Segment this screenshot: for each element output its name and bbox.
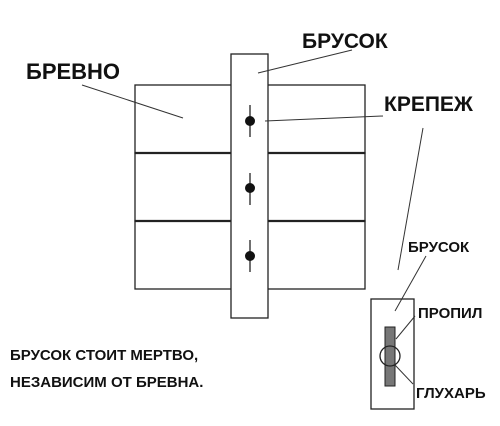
- label-screw: ГЛУХАРЬ: [416, 385, 486, 402]
- leader-slot: [395, 315, 416, 340]
- leader-log: [81, 84, 184, 119]
- label-log: БРЕВНО: [26, 59, 120, 84]
- leader-lines: [81, 49, 427, 385]
- detail-screw-icon: [379, 345, 401, 367]
- fastener-head-icon: [245, 116, 255, 126]
- fastener-head-icon: [245, 251, 255, 261]
- label-bar-top: БРУСОК: [302, 30, 388, 53]
- leader-bar-top: [257, 49, 353, 74]
- note-line-2: НЕЗАВИСИМ ОТ БРЕВНА.: [10, 374, 203, 391]
- fastener-bottom: [245, 240, 255, 272]
- leader-screw: [394, 364, 414, 385]
- fastener-top: [245, 105, 255, 137]
- fastener-head-icon: [245, 183, 255, 193]
- leader-fastener: [264, 115, 384, 122]
- fastener-middle: [245, 173, 255, 205]
- vertical-bar: [230, 53, 269, 319]
- leader-bar-detail: [394, 255, 427, 312]
- leader-fastener-detail: [397, 127, 424, 271]
- detail-slot: [384, 326, 396, 387]
- label-slot: ПРОПИЛ: [418, 305, 482, 322]
- note-line-1: БРУСОК СТОИТ МЕРТВО,: [10, 347, 198, 364]
- detail-view: [370, 298, 415, 410]
- label-bar-detail: БРУСОК: [408, 239, 470, 256]
- label-fastener: КРЕПЕЖ: [384, 93, 474, 116]
